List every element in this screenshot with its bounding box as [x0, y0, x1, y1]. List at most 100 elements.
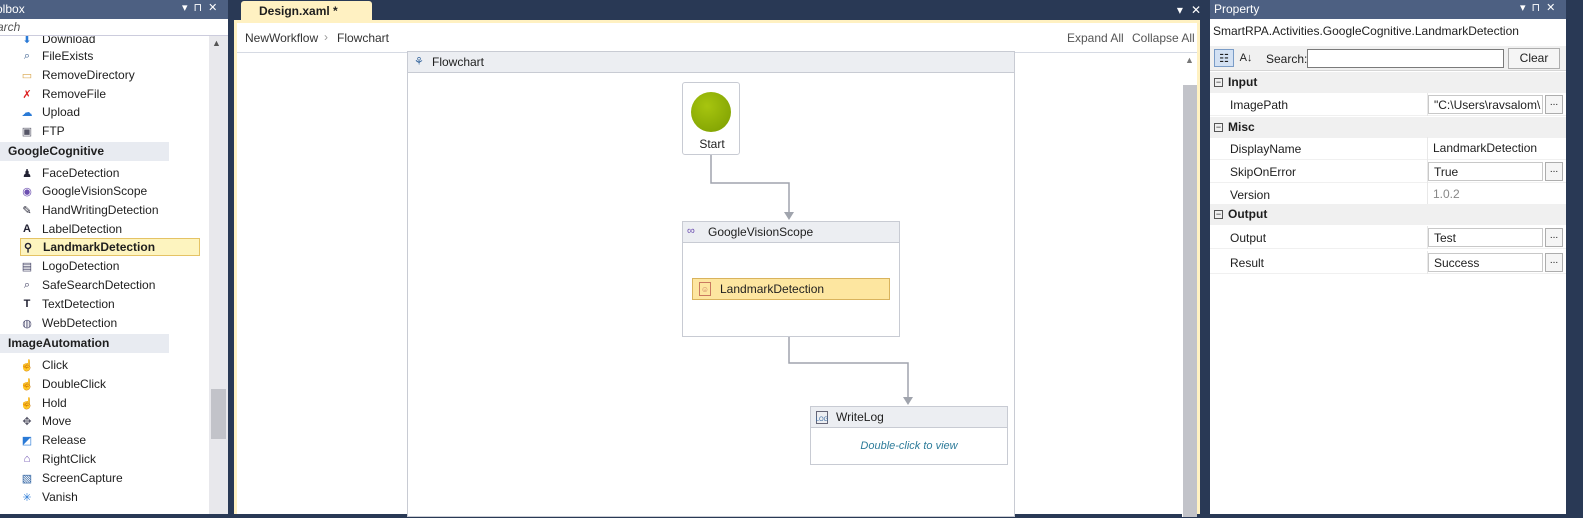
toolbox-item-facedetection[interactable]: ♟ FaceDetection	[20, 164, 200, 182]
collapse-all-button[interactable]: Collapse All	[1132, 31, 1195, 45]
toolbox-item-labeldetection[interactable]: A LabelDetection	[20, 220, 200, 238]
property-row-version: Version 1.0.2	[1210, 183, 1566, 206]
hand-pointer-icon: ☝	[20, 378, 34, 391]
toolbox-item-upload[interactable]: ☁ Upload	[21, 105, 81, 119]
toolbox-category-googlecognitive[interactable]: GoogleCognitive	[0, 142, 169, 161]
expand-all-button[interactable]: Expand All	[1067, 31, 1124, 45]
folder-icon: ▭	[21, 69, 33, 82]
clear-button[interactable]: Clear	[1508, 48, 1560, 69]
toolbox-item-vanish[interactable]: ✳ Vanish	[20, 488, 200, 506]
toolbox-item-textdetection[interactable]: T TextDetection	[20, 295, 200, 313]
landmarkdetection-title: LandmarkDetection	[720, 282, 825, 296]
imagepath-ellipsis-button[interactable]: ...	[1545, 95, 1563, 114]
toolbox-item-download[interactable]: ⬇ Download	[20, 36, 200, 48]
landmarkdetection-activity[interactable]: ☺ LandmarkDetection	[692, 278, 890, 300]
close-icon[interactable]: ✕	[1546, 2, 1556, 14]
toolbox-item-landmarkdetection[interactable]: ⚲ LandmarkDetection	[20, 238, 200, 256]
toolbox-item-move[interactable]: ✥ Move	[20, 412, 200, 430]
categorized-view-icon[interactable]: ☷	[1214, 49, 1234, 67]
window-edge	[1566, 0, 1583, 514]
output-ellipsis-button[interactable]: ...	[1545, 228, 1563, 247]
toolbox-category-imageautomation[interactable]: ImageAutomation	[0, 334, 169, 353]
handwriting-icon: ✎	[22, 204, 32, 217]
hand-pointer-icon: ☝	[20, 359, 34, 372]
toolbox-item-screencapture[interactable]: ▧ ScreenCapture	[21, 471, 123, 485]
toolbox-item-click[interactable]: ☝ Click	[20, 358, 68, 372]
property-category-input[interactable]: − Input	[1210, 72, 1566, 93]
download-icon: ⬇	[22, 36, 32, 46]
start-node[interactable]: Start	[682, 82, 740, 155]
scroll-up-icon[interactable]: ▲	[1185, 55, 1194, 65]
chevron-right-icon: ›	[324, 30, 328, 44]
flowchart-header: ⚘ Flowchart	[408, 52, 1014, 73]
property-name-result: Result	[1230, 256, 1265, 270]
pin-icon[interactable]: ⊓	[1531, 2, 1541, 14]
property-type-name: SmartRPA.Activities.GoogleCognitive.Land…	[1213, 24, 1519, 38]
sort-alphabetical-icon[interactable]: A↓	[1239, 52, 1253, 64]
property-category-output[interactable]: − Output	[1210, 204, 1566, 225]
skiponerror-ellipsis-button[interactable]: ...	[1545, 162, 1563, 181]
dropdown-arrow-icon[interactable]: ▾	[1520, 2, 1526, 14]
property-search-input[interactable]	[1307, 49, 1504, 68]
globe-icon: ◍	[22, 317, 32, 330]
flowchart-container[interactable]: ⚘ Flowchart Start ∞ GoogleVisionScope	[407, 51, 1015, 517]
breadcrumb-flowchart[interactable]: Flowchart	[337, 31, 390, 45]
tab-dropdown-icon[interactable]: ▾	[1176, 3, 1183, 17]
magnifier-icon: ⌕	[23, 49, 31, 62]
toolbox-search-input[interactable]: arch	[0, 19, 228, 36]
collapse-icon[interactable]: −	[1214, 77, 1223, 87]
breadcrumb: NewWorkflow › Flowchart Expand All Colla…	[237, 23, 1197, 53]
property-value-skiponerror[interactable]: True	[1428, 162, 1543, 181]
toolbox-item-safesearchdetection[interactable]: ⌕ SafeSearchDetection	[20, 276, 200, 294]
move-icon: ✥	[22, 415, 32, 428]
safe-search-icon: ⌕	[23, 278, 31, 291]
toolbox-item-doubleclick[interactable]: ☝ DoubleClick	[20, 377, 107, 391]
breadcrumb-newworkflow[interactable]: NewWorkflow	[245, 31, 319, 45]
property-value-output[interactable]: Test	[1428, 228, 1543, 247]
property-value-version: 1.0.2	[1433, 187, 1460, 201]
writelog-header: LOG WriteLog	[811, 407, 1007, 428]
pin-icon[interactable]: ⊓	[193, 2, 203, 14]
toolbox-item-rightclick[interactable]: ⌂ RightClick	[20, 450, 200, 468]
designer-scrollbar-thumb[interactable]	[1183, 85, 1197, 517]
toolbox-item-hold[interactable]: ☝ Hold	[20, 396, 67, 410]
property-value-result[interactable]: Success	[1428, 253, 1543, 272]
property-name-displayname: DisplayName	[1230, 142, 1302, 156]
property-panel: Property ▾ ⊓ ✕ SmartRPA.Activities.Googl…	[1210, 0, 1566, 514]
toolbox-item-handwritingdetection[interactable]: ✎ HandWritingDetection	[20, 201, 200, 219]
close-icon[interactable]: ✕	[208, 2, 218, 14]
toolbox-item-googlevisionscope[interactable]: ◉ GoogleVisionScope	[20, 182, 200, 200]
mouse-icon: ⌂	[23, 453, 31, 465]
designer-panel: Design.xaml * ▾ ✕ NewWorkflow › Flowchar…	[230, 0, 1207, 517]
close-icon[interactable]: ✕	[1190, 3, 1201, 17]
scroll-up-icon[interactable]: ▲	[212, 38, 221, 48]
collapse-icon[interactable]: −	[1214, 209, 1223, 219]
toolbox-scrollbar[interactable]: ▲	[209, 36, 228, 514]
collapse-icon[interactable]: −	[1214, 122, 1223, 132]
property-value-imagepath[interactable]: "C:\Users\ravsalom\	[1428, 95, 1543, 114]
property-row-imagepath: ImagePath "C:\Users\ravsalom\ ...	[1210, 93, 1566, 116]
dropdown-arrow-icon[interactable]: ▾	[182, 2, 188, 14]
toolbox-item-logodetection[interactable]: ▤ LogoDetection	[21, 259, 120, 273]
toolbox-item-webdetection[interactable]: ◍ WebDetection	[20, 314, 200, 332]
writelog-activity[interactable]: LOG WriteLog Double-click to view	[810, 406, 1008, 465]
designer-canvas[interactable]: NewWorkflow › Flowchart Expand All Colla…	[234, 20, 1200, 517]
designer-scrollbar[interactable]: ▲	[1182, 53, 1197, 517]
toolbox-list: ⬇ Download ⌕ FileExists ▭ RemoveDirector…	[0, 36, 209, 514]
property-category-misc[interactable]: − Misc	[1210, 117, 1566, 138]
vanish-icon: ✳	[22, 491, 32, 504]
toolbox-item-ftp[interactable]: ▣ FTP	[21, 124, 65, 138]
property-value-displayname[interactable]: LandmarkDetection	[1433, 141, 1538, 155]
toolbox-scrollbar-thumb[interactable]	[211, 389, 226, 439]
hold-icon: ☝	[20, 397, 34, 410]
result-ellipsis-button[interactable]: ...	[1545, 253, 1563, 272]
googlevisionscope-activity[interactable]: ∞ GoogleVisionScope ☺ LandmarkDetection	[682, 221, 900, 337]
toolbox-item-fileexists[interactable]: ⌕ FileExists	[20, 47, 200, 65]
toolbox-item-removedirectory[interactable]: ▭ RemoveDirectory	[21, 68, 135, 82]
arrowhead-scope	[784, 212, 794, 220]
toolbox-item-removefile[interactable]: ✗ RemoveFile	[20, 85, 200, 103]
toolbox-item-release[interactable]: ◩ Release	[21, 433, 87, 447]
start-circle-icon	[691, 92, 731, 132]
search-label: Search:	[1266, 52, 1308, 66]
tab-design-xaml[interactable]: Design.xaml *	[241, 1, 372, 20]
